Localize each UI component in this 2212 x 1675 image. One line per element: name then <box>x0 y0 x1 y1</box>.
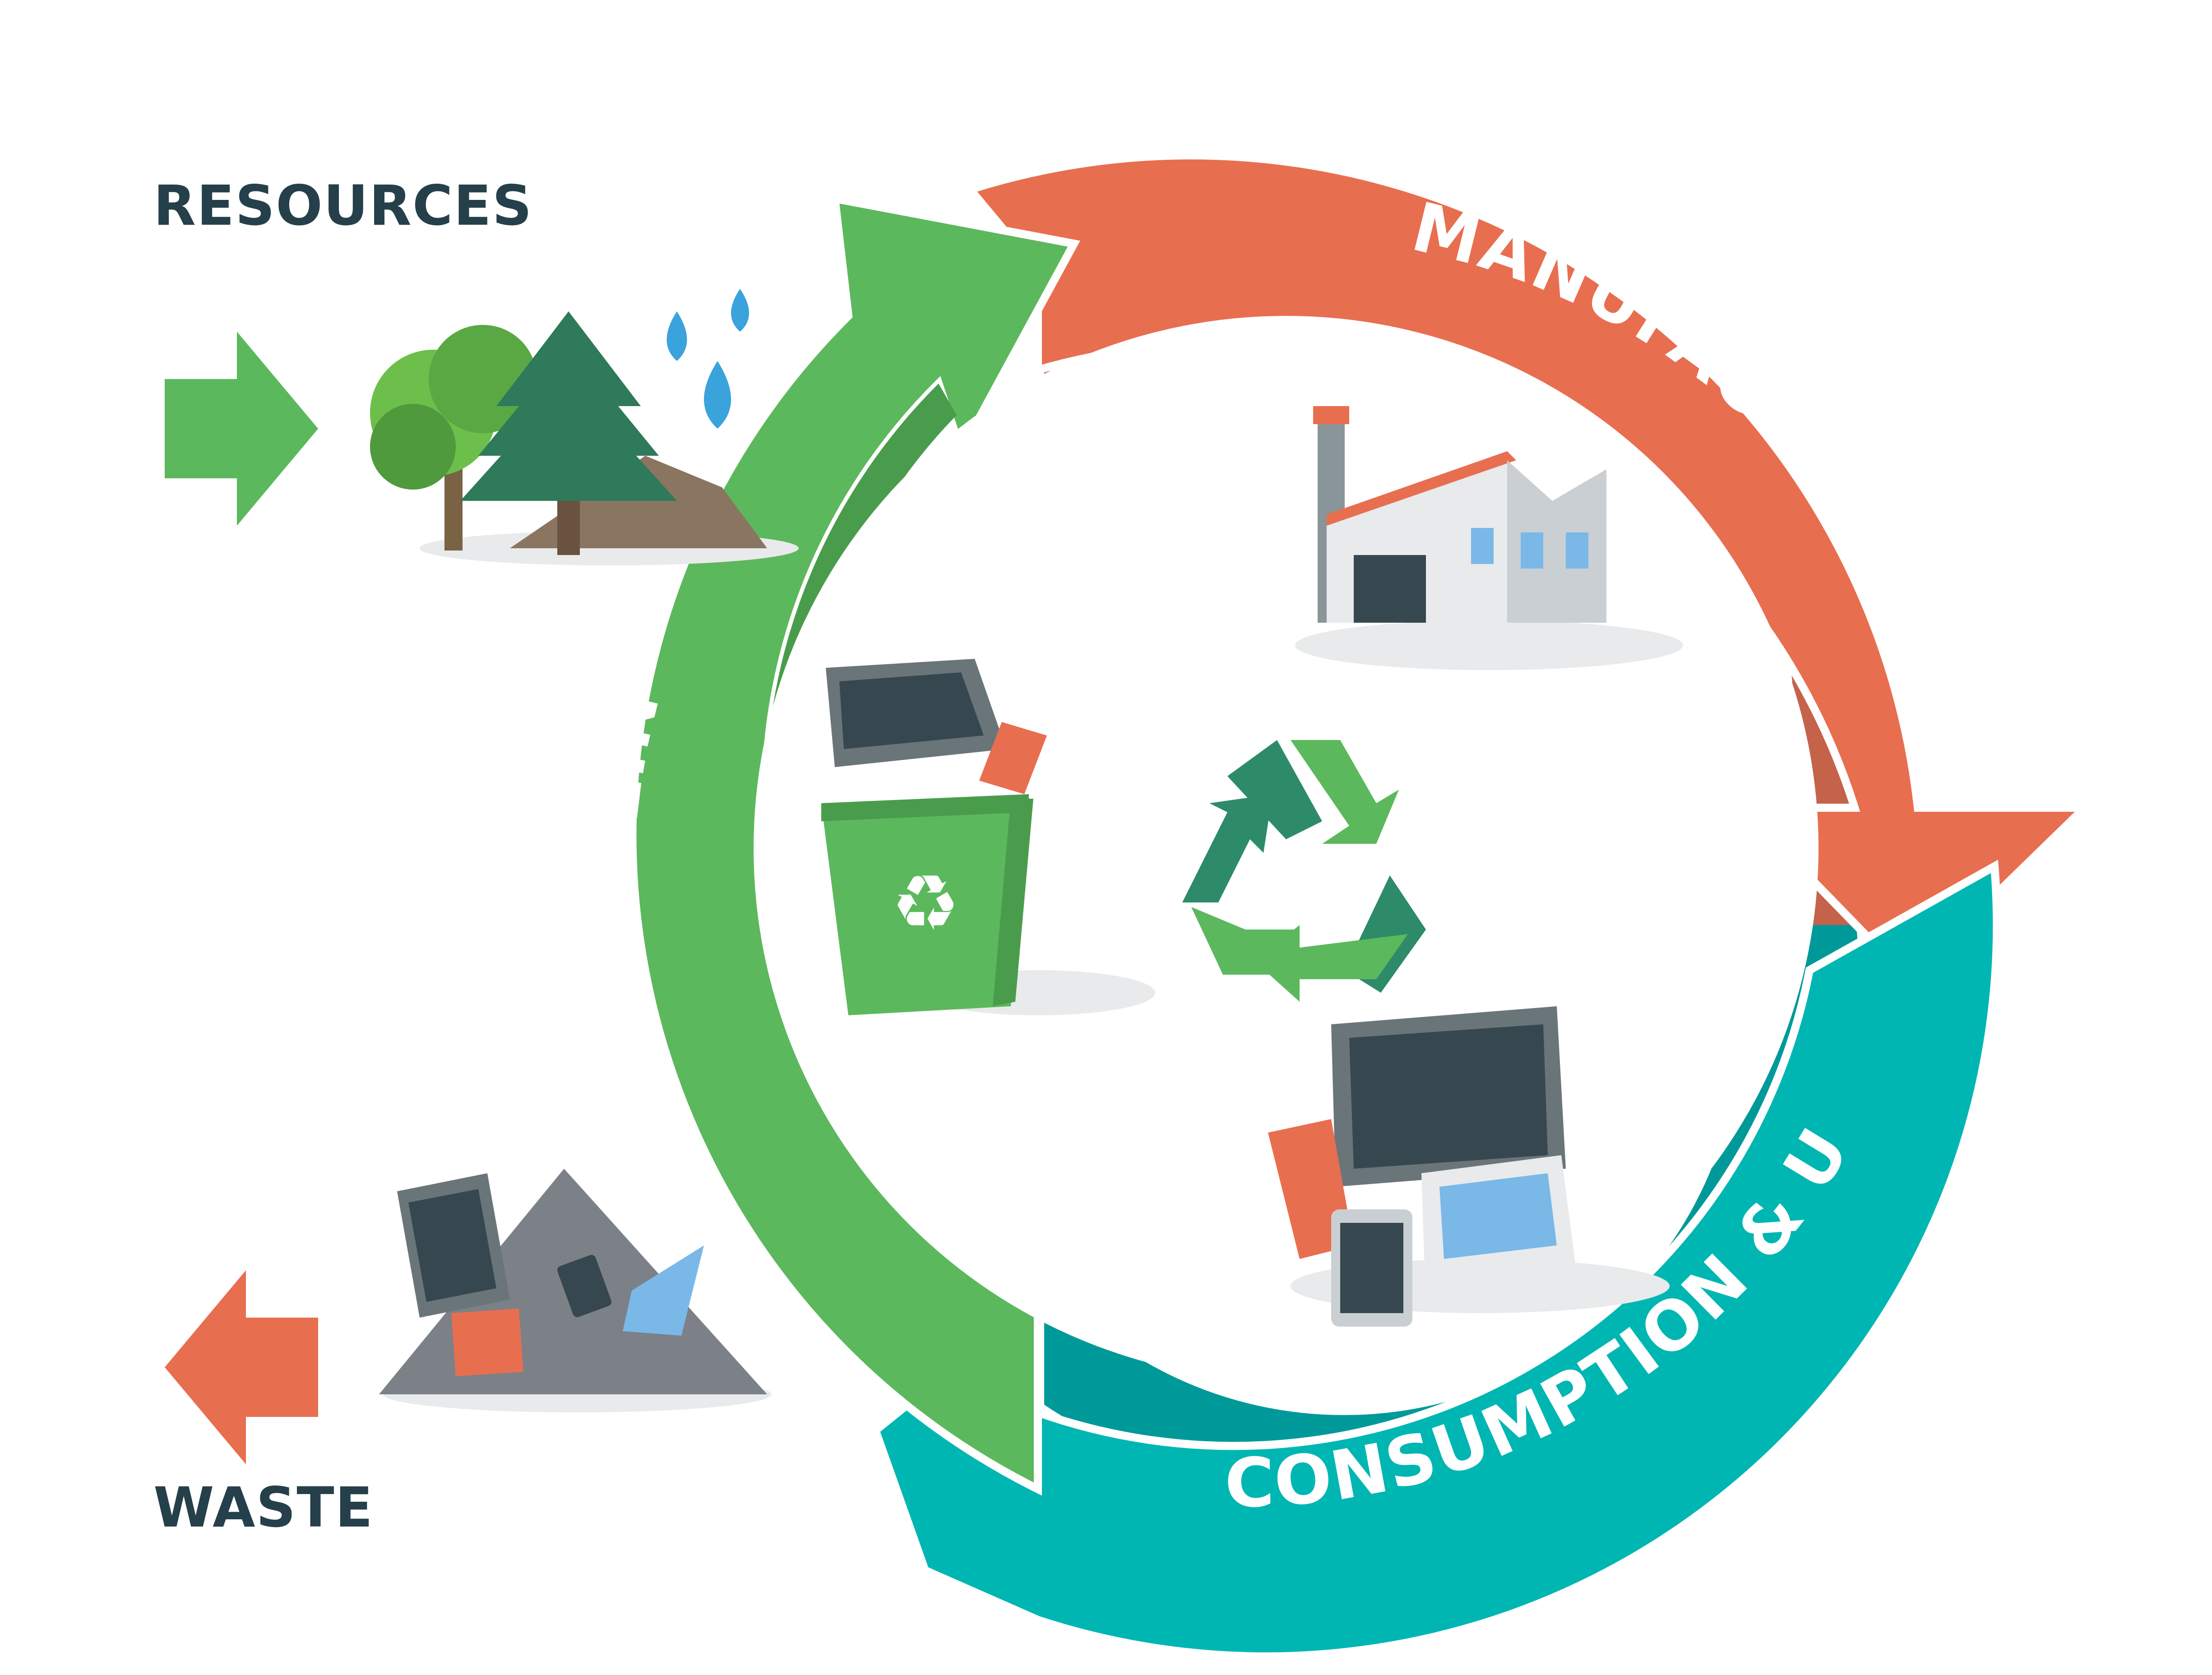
devices-icon <box>1268 1006 1670 1327</box>
waste-pile-icon <box>379 1169 772 1412</box>
svg-text:♻: ♻ <box>891 859 960 948</box>
recycling-bin-icon: ♻ <box>821 659 1155 1015</box>
resources-label: RESOURCES <box>153 174 533 238</box>
resources-input-arrow <box>165 332 318 526</box>
waste-output-arrow <box>165 1270 318 1464</box>
trees-water-soil-icon <box>370 289 799 565</box>
recycle-symbol-icon <box>1182 740 1426 1002</box>
waste-label: WASTE <box>153 1476 374 1540</box>
factory-icon <box>1295 406 1683 670</box>
